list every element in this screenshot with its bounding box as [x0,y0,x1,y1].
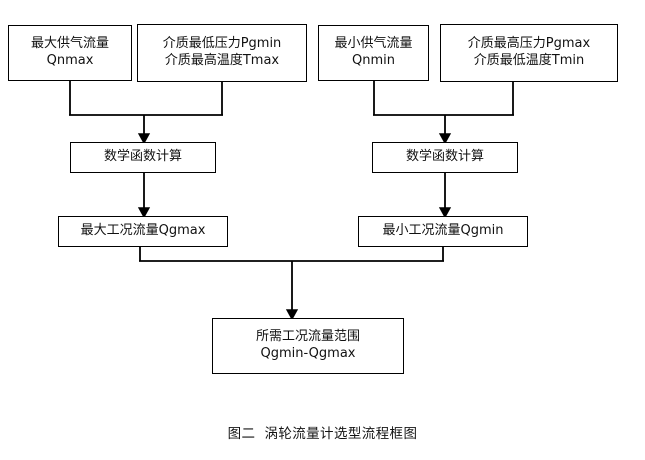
node-max-pressure-min-temp-line1: 介质最高压力Pgmax [467,36,591,52]
node-math-function-calc-right: 数学函数计算 [372,142,518,173]
node-min-supply-flow: 最小供气流量 Qnmin [318,25,429,81]
node-math-function-calc-left: 数学函数计算 [70,142,216,173]
node-max-pressure-min-temp-line2: 介质最低温度Tmin [473,53,585,68]
node-max-working-flow-label: 最大工况流量Qgmax [80,223,206,239]
node-max-pressure-min-temp: 介质最高压力Pgmax 介质最低温度Tmin [440,24,618,82]
node-min-supply-flow-line1: 最小供气流量 [334,36,413,52]
figure-caption-label: 图二 [227,426,256,442]
figure-caption-title: 涡轮流量计选型流程框图 [264,426,418,442]
node-min-working-flow-label: 最小工况流量Qgmin [382,223,504,239]
node-required-flow-range-line2: Qgmin-Qgmax [260,346,356,361]
node-max-working-flow: 最大工况流量Qgmax [58,216,228,247]
node-required-flow-range: 所需工况流量范围 Qgmin-Qgmax [212,318,404,374]
node-min-supply-flow-line2: Qnmin [352,53,395,68]
figure-caption: 图二涡轮流量计选型流程框图 [0,422,645,442]
node-max-supply-flow: 最大供气流量 Qnmax [8,25,132,81]
node-min-pressure-max-temp-line2: 介质最高温度Tmax [164,53,280,68]
node-required-flow-range-line1: 所需工况流量范围 [255,329,360,345]
node-min-pressure-max-temp: 介质最低压力Pgmin 介质最高温度Tmax [137,24,307,82]
node-max-supply-flow-line2: Qnmax [46,53,94,68]
node-min-working-flow: 最小工况流量Qgmin [358,216,528,247]
node-max-supply-flow-line1: 最大供气流量 [30,36,109,52]
node-math-function-calc-left-label: 数学函数计算 [103,149,182,165]
node-min-pressure-max-temp-line1: 介质最低压力Pgmin [162,36,282,52]
node-math-function-calc-right-label: 数学函数计算 [405,149,484,165]
